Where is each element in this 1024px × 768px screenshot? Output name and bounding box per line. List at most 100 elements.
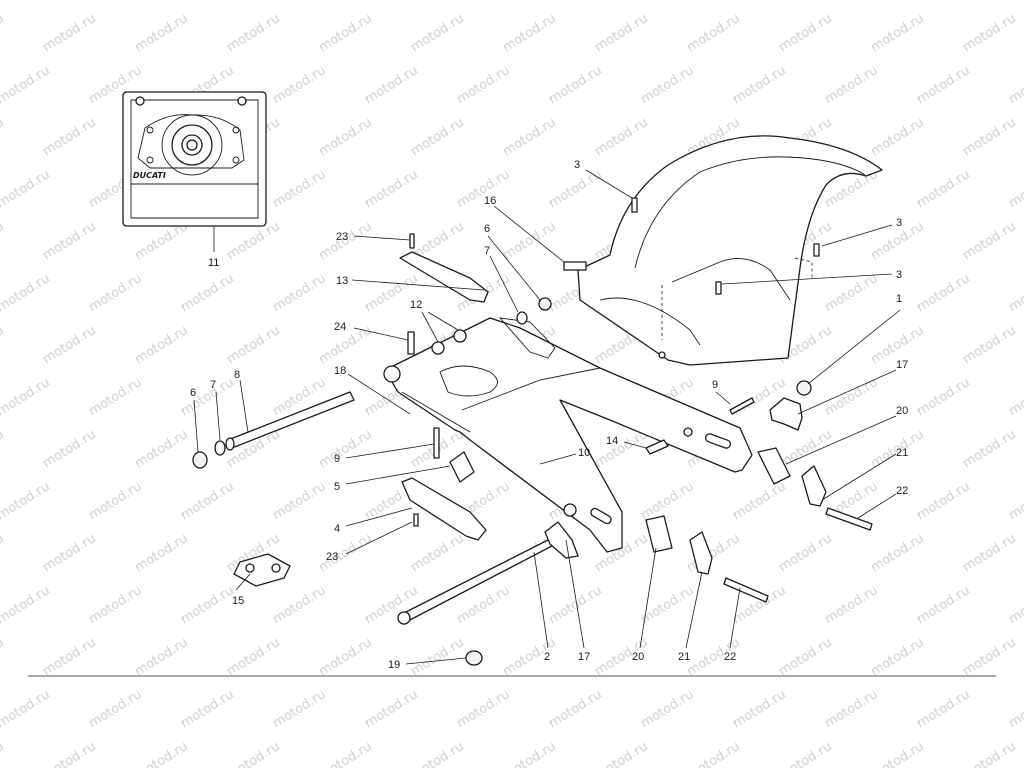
watermark-text: motod.ru xyxy=(730,687,789,731)
washer-7-upper xyxy=(516,311,528,325)
watermark-text: motod.ru xyxy=(408,635,467,679)
watermark-text: motod.ru xyxy=(960,635,1019,679)
watermark-text: motod.ru xyxy=(822,583,881,627)
cap-6-upper xyxy=(538,297,552,311)
adjuster-21-lower xyxy=(689,531,713,575)
watermark-text: motod.ru xyxy=(0,323,7,367)
callout-5: 5 xyxy=(334,481,340,493)
washer-7-left xyxy=(214,440,226,456)
watermark-text: motod.ru xyxy=(86,375,145,419)
watermark-text: motod.ru xyxy=(0,167,53,211)
callout-23-upper: 23 xyxy=(336,231,348,243)
callout-21-lower: 21 xyxy=(678,651,690,663)
plate-20-lower xyxy=(645,515,673,553)
watermark-text: motod.ru xyxy=(270,271,329,315)
watermark-text: motod.ru xyxy=(822,375,881,419)
watermark-text: motod.ru xyxy=(914,583,973,627)
watermark-text: motod.ru xyxy=(500,219,559,263)
watermark-text: motod.ru xyxy=(316,531,375,575)
callout-17-lower: 17 xyxy=(578,651,590,663)
watermark-text: motod.ru xyxy=(868,11,927,55)
callout-22-right: 22 xyxy=(896,485,908,497)
cap-6-left xyxy=(192,451,208,469)
bracket-17-upper xyxy=(769,397,803,431)
watermark-text: motod.ru xyxy=(224,323,283,367)
watermark-text: motod.ru xyxy=(960,427,1019,471)
watermark-text: motod.ru xyxy=(592,739,651,768)
watermark-text: motod.ru xyxy=(1006,479,1024,523)
watermark-text: motod.ru xyxy=(132,739,191,768)
washer-12b xyxy=(453,329,467,343)
watermark-text: motod.ru xyxy=(408,11,467,55)
watermark-text: motod.ru xyxy=(914,479,973,523)
watermark-text: motod.ru xyxy=(0,11,7,55)
inset-sprocket-cover: DUCATI xyxy=(122,91,267,227)
watermark-text: motod.ru xyxy=(0,531,7,575)
watermark-text: motod.ru xyxy=(960,219,1019,263)
watermark-text: motod.ru xyxy=(500,739,559,768)
callout-17-upper: 17 xyxy=(896,359,908,371)
watermark-text: motod.ru xyxy=(86,583,145,627)
watermark-text: motod.ru xyxy=(500,115,559,159)
watermark-text: motod.ru xyxy=(40,531,99,575)
watermark-text: motod.ru xyxy=(40,323,99,367)
watermark-text: motod.ru xyxy=(362,167,421,211)
plate-20-right xyxy=(757,447,791,485)
watermark-text: motod.ru xyxy=(86,687,145,731)
watermark-text: motod.ru xyxy=(408,115,467,159)
watermark-text: motod.ru xyxy=(730,0,789,3)
watermark-text: motod.ru xyxy=(868,635,927,679)
callout-4: 4 xyxy=(334,523,340,535)
callout-10: 10 xyxy=(578,447,590,459)
watermark-text: motod.ru xyxy=(0,739,7,768)
swingarm xyxy=(383,317,753,553)
watermark-text: motod.ru xyxy=(822,687,881,731)
callout-9-right: 9 xyxy=(712,379,718,391)
watermark-text: motod.ru xyxy=(1006,271,1024,315)
watermark-text: motod.ru xyxy=(914,687,973,731)
watermark-text: motod.ru xyxy=(0,219,7,263)
bolt-22-right xyxy=(825,507,873,531)
cap-1 xyxy=(796,380,812,396)
callout-18: 18 xyxy=(334,365,346,377)
watermark-text: motod.ru xyxy=(1006,687,1024,731)
callout-16: 16 xyxy=(484,195,496,207)
pivot-shaft xyxy=(225,391,355,451)
watermark-text: motod.ru xyxy=(0,583,53,627)
watermark-text: motod.ru xyxy=(0,0,53,3)
callout-6-left: 6 xyxy=(190,387,196,399)
screw-23-lower xyxy=(413,513,419,527)
watermark-text: motod.ru xyxy=(1006,583,1024,627)
washer-12a xyxy=(431,341,445,355)
watermark-text: motod.ru xyxy=(178,583,237,627)
watermark-text: motod.ru xyxy=(178,687,237,731)
bracket-17-lower xyxy=(544,521,579,559)
callout-20-right: 20 xyxy=(896,405,908,417)
rear-mudguard xyxy=(563,135,883,366)
watermark-text: motod.ru xyxy=(1006,167,1024,211)
callout-22-lower: 22 xyxy=(724,651,736,663)
callout-24: 24 xyxy=(334,321,346,333)
watermark-text: motod.ru xyxy=(224,635,283,679)
watermark-text: motod.ru xyxy=(408,531,467,575)
watermark-text: motod.ru xyxy=(408,739,467,768)
watermark-text: motod.ru xyxy=(730,63,789,107)
watermark-text: motod.ru xyxy=(914,167,973,211)
watermark-text: motod.ru xyxy=(362,583,421,627)
callout-7-upper: 7 xyxy=(484,245,490,257)
watermark-text: motod.ru xyxy=(224,739,283,768)
watermark-text: motod.ru xyxy=(776,11,835,55)
callout-3-right: 3 xyxy=(896,217,902,229)
watermark-text: motod.ru xyxy=(40,635,99,679)
screw-3-right xyxy=(813,243,820,257)
watermark-text: motod.ru xyxy=(0,271,53,315)
watermark-text: motod.ru xyxy=(684,739,743,768)
watermark-text: motod.ru xyxy=(0,479,53,523)
callout-6-upper: 6 xyxy=(484,223,490,235)
watermark-text: motod.ru xyxy=(132,323,191,367)
watermark-text: motod.ru xyxy=(0,687,53,731)
callout-20-lower: 20 xyxy=(632,651,644,663)
watermark-text: motod.ru xyxy=(270,583,329,627)
watermark-text: motod.ru xyxy=(86,0,145,3)
